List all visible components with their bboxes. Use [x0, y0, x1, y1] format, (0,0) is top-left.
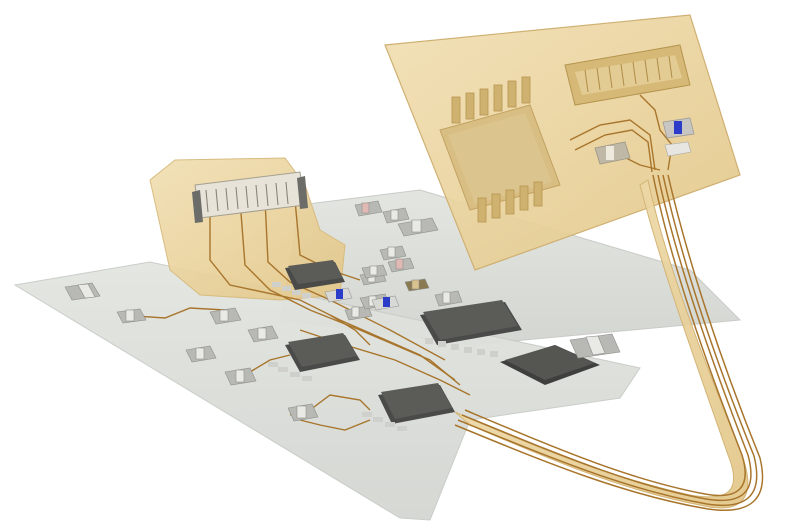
- ic-chip-top: [272, 260, 345, 298]
- led-blue-1: [324, 287, 353, 303]
- large-chip-upper-panel: [439, 76, 561, 223]
- passive-back-2: [382, 207, 410, 224]
- passive-left-6: [224, 367, 257, 386]
- passive-back-6: [361, 264, 388, 279]
- ic-chip-middle: [268, 333, 360, 381]
- passive-back-5: [387, 257, 415, 273]
- passive-back-3: [397, 217, 439, 237]
- passive-left-4: [247, 325, 279, 343]
- board-traces: [119, 199, 471, 431]
- ribbon-traces: [454, 174, 764, 511]
- fpc-connector-upper-panel: [564, 44, 691, 106]
- passive-large-left: [64, 282, 101, 301]
- upper-panel-passives: [594, 117, 695, 165]
- passive-back-7: [404, 278, 430, 292]
- passive-right-large: [569, 333, 621, 359]
- passive-left-5: [185, 345, 217, 363]
- passive-left-7: [287, 403, 319, 422]
- qfn-chip-right: [500, 345, 600, 385]
- passive-mid-2: [344, 305, 373, 321]
- fpc-connector-left: [192, 171, 308, 223]
- passive-left-2: [116, 308, 147, 324]
- passives-board: [64, 200, 621, 422]
- ic-chip-soic-right: [420, 300, 522, 357]
- led-blue-2: [371, 295, 400, 311]
- passive-left-3: [209, 307, 242, 325]
- led-indicators: [324, 287, 400, 311]
- passive-back-1: [354, 200, 383, 217]
- passive-back-4: [379, 245, 407, 261]
- ic-chip-lower: [362, 383, 455, 431]
- passive-mid-4: [434, 290, 463, 307]
